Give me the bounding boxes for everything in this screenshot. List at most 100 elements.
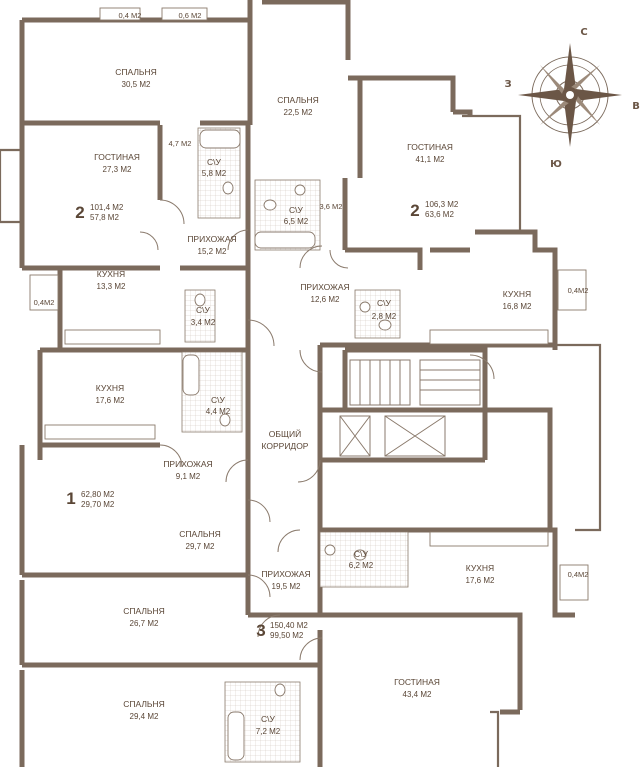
toilet-icon <box>222 181 234 195</box>
room-name: СПАЛЬНЯ <box>123 606 165 616</box>
room-name: С\У <box>211 395 226 405</box>
compass: С В Ю З <box>504 27 639 170</box>
balcony-right-upper-area: 0,4М2 <box>568 286 589 295</box>
toilet-icon <box>263 199 277 211</box>
apartment-total-area: 106,3 М2 <box>425 200 459 209</box>
room-area: 4,7 М2 <box>169 139 192 148</box>
room-area: 12,6 М2 <box>311 295 340 304</box>
room-name: ПРИХОЖАЯ <box>163 459 212 469</box>
room-name: КУХНЯ <box>503 289 531 299</box>
room-area: 30,5 М2 <box>122 80 151 89</box>
room-name: КУХНЯ <box>97 269 125 279</box>
apartment-total-area: 101,4 М2 <box>90 203 124 212</box>
room-area: 19,5 М2 <box>272 582 301 591</box>
compass-west-label: З <box>504 79 511 90</box>
bathtub-icon <box>227 711 245 761</box>
sink-icon <box>324 544 336 556</box>
tile-wc-f <box>319 531 409 588</box>
elevator-icon <box>384 415 446 457</box>
sink-icon <box>294 184 306 196</box>
doors <box>139 199 495 661</box>
kitchen-counter-icon <box>429 329 549 345</box>
room-area: 16,8 М2 <box>503 302 532 311</box>
room-name: СПАЛЬНЯ <box>115 67 157 77</box>
room-name: ПРИХОЖАЯ <box>261 569 310 579</box>
room-name: ПРИХОЖАЯ <box>300 282 349 292</box>
apartment-living-area: 29,70 М2 <box>81 500 115 509</box>
room-name: С\У <box>289 205 304 215</box>
room-labels: СПАЛЬНЯ 30,5 М2 СПАЛЬНЯ 22,5 М2 ГОСТИНАЯ… <box>94 67 532 736</box>
bathtub-icon <box>254 231 316 249</box>
elevators <box>339 415 446 457</box>
corridor-label: КОРРИДОР <box>262 441 309 451</box>
apartment-number: 3 <box>256 621 265 640</box>
room-area: 4,4 М2 <box>206 407 231 416</box>
room-name: СПАЛЬНЯ <box>277 95 319 105</box>
compass-south-label: Ю <box>550 159 562 170</box>
apartment-tag: 1 62,80 М2 29,70 М2 <box>66 489 115 509</box>
room-area: 15,2 М2 <box>198 247 227 256</box>
room-name: С\У <box>196 305 211 315</box>
room-name: С\У <box>354 549 369 559</box>
windows <box>29 7 589 601</box>
corridor-label: ОБЩИЙ <box>269 428 301 439</box>
room-area: 43,4 М2 <box>403 690 432 699</box>
room-name: ГОСТИНАЯ <box>394 677 440 687</box>
toilet-icon <box>219 413 231 427</box>
room-area: 26,7 М2 <box>130 619 159 628</box>
apartment-living-area: 99,50 М2 <box>270 631 304 640</box>
toilet-icon <box>274 683 286 697</box>
bathtub-icon <box>182 354 200 396</box>
tile-wc-d <box>354 289 401 339</box>
kitchen-counter-icon <box>64 329 161 345</box>
balcony-top-left-area: 0,4 М2 <box>119 11 142 20</box>
balcony-left-area: 0,4М2 <box>34 298 55 307</box>
room-name: КУХНЯ <box>96 383 124 393</box>
fixtures <box>44 129 549 761</box>
room-area: 13,3 М2 <box>97 282 126 291</box>
room-area: 41,1 М2 <box>416 155 445 164</box>
apartment-living-area: 57,8 М2 <box>90 213 119 222</box>
room-area: 9,1 М2 <box>176 472 201 481</box>
room-name: КУХНЯ <box>466 563 494 573</box>
apartment-tag: 2 101,4 М2 57,8 М2 <box>75 203 124 222</box>
sink-icon <box>359 301 371 313</box>
apartment-total-area: 62,80 М2 <box>81 490 115 499</box>
toilet-icon <box>353 549 367 561</box>
room-area: 7,2 М2 <box>256 727 281 736</box>
apartment-tag: 3 150,40 М2 99,50 М2 <box>256 621 308 640</box>
room-name: С\У <box>377 298 392 308</box>
apartment-tag: 2 106,3 М2 63,6 М2 <box>410 200 459 220</box>
apartment-number: 2 <box>75 203 84 222</box>
room-area: 6,5 М2 <box>284 217 309 226</box>
apartment-living-area: 63,6 М2 <box>425 210 454 219</box>
apartment-number: 2 <box>410 201 419 220</box>
kitchen-counter-icon <box>429 531 549 547</box>
walls <box>0 0 602 767</box>
compass-north-label: С <box>580 27 587 38</box>
room-area: 3,4 М2 <box>191 318 216 327</box>
room-area: 17,6 М2 <box>466 576 495 585</box>
room-area: 6,2 М2 <box>349 561 374 570</box>
room-area: 27,3 М2 <box>103 165 132 174</box>
balcony-right-lower-area: 0,4М2 <box>568 570 589 579</box>
kitchen-counter-icon <box>44 424 156 440</box>
balcony-top-right-area: 0,6 М2 <box>179 11 202 20</box>
room-name: СПАЛЬНЯ <box>179 529 221 539</box>
apartment-number: 1 <box>66 489 75 508</box>
compass-east-label: В <box>632 101 640 112</box>
toilet-icon <box>378 319 392 331</box>
room-area: 29,7 М2 <box>186 542 215 551</box>
room-area: 29,4 М2 <box>130 712 159 721</box>
stairwell <box>349 359 481 406</box>
apartment-total-area: 150,40 М2 <box>270 621 308 630</box>
room-name: С\У <box>261 714 276 724</box>
room-name: ГОСТИНАЯ <box>94 152 140 162</box>
room-area: 5,8 М2 <box>202 169 227 178</box>
room-name: СПАЛЬНЯ <box>123 699 165 709</box>
room-name: С\У <box>207 157 222 167</box>
room-name: ПРИХОЖАЯ <box>187 234 236 244</box>
room-area: 22,5 М2 <box>284 108 313 117</box>
bathtub-icon <box>199 129 241 149</box>
